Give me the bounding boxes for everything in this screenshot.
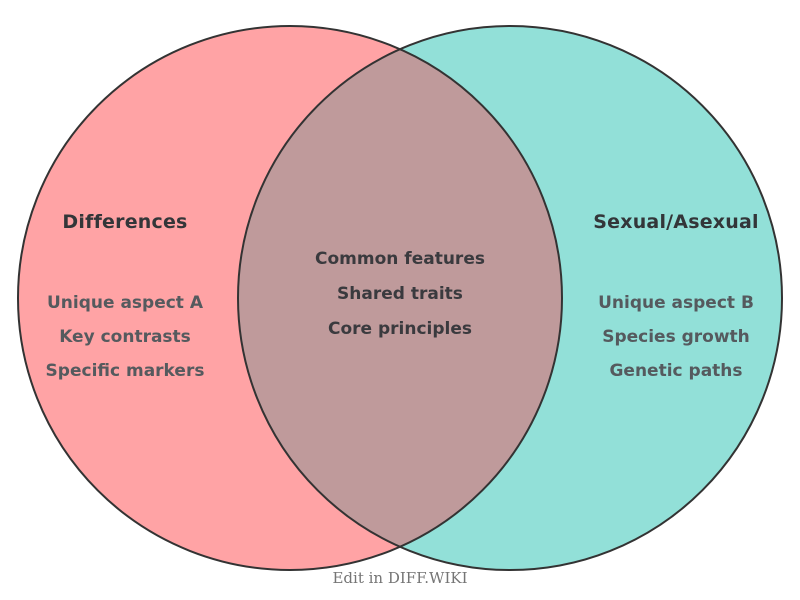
intersection-items: Common features Shared traits Core princ…	[315, 242, 485, 347]
list-item: Unique aspect B	[598, 293, 754, 313]
right-set-items: Unique aspect B Species growth Genetic p…	[598, 286, 754, 388]
intersection-region	[237, 49, 563, 547]
left-set-items: Unique aspect A Key contrasts Specific m…	[46, 286, 205, 388]
list-item: Unique aspect A	[46, 293, 204, 313]
list-item: Species growth	[602, 327, 750, 347]
list-item: Common features	[315, 249, 485, 269]
list-item: Specific markers	[45, 361, 205, 381]
right-circle-outline	[237, 25, 783, 571]
list-item: Key contrasts	[59, 327, 191, 347]
edit-watermark-link[interactable]: Edit in DIFF.WIKI	[332, 569, 468, 587]
list-item: Shared traits	[337, 284, 463, 304]
right-set-title: Sexual/Asexual	[593, 211, 759, 233]
left-set-title: Differences	[62, 211, 188, 233]
list-item: Genetic paths	[609, 361, 743, 381]
list-item: Core principles	[327, 319, 473, 339]
left-circle-outline	[17, 25, 563, 571]
